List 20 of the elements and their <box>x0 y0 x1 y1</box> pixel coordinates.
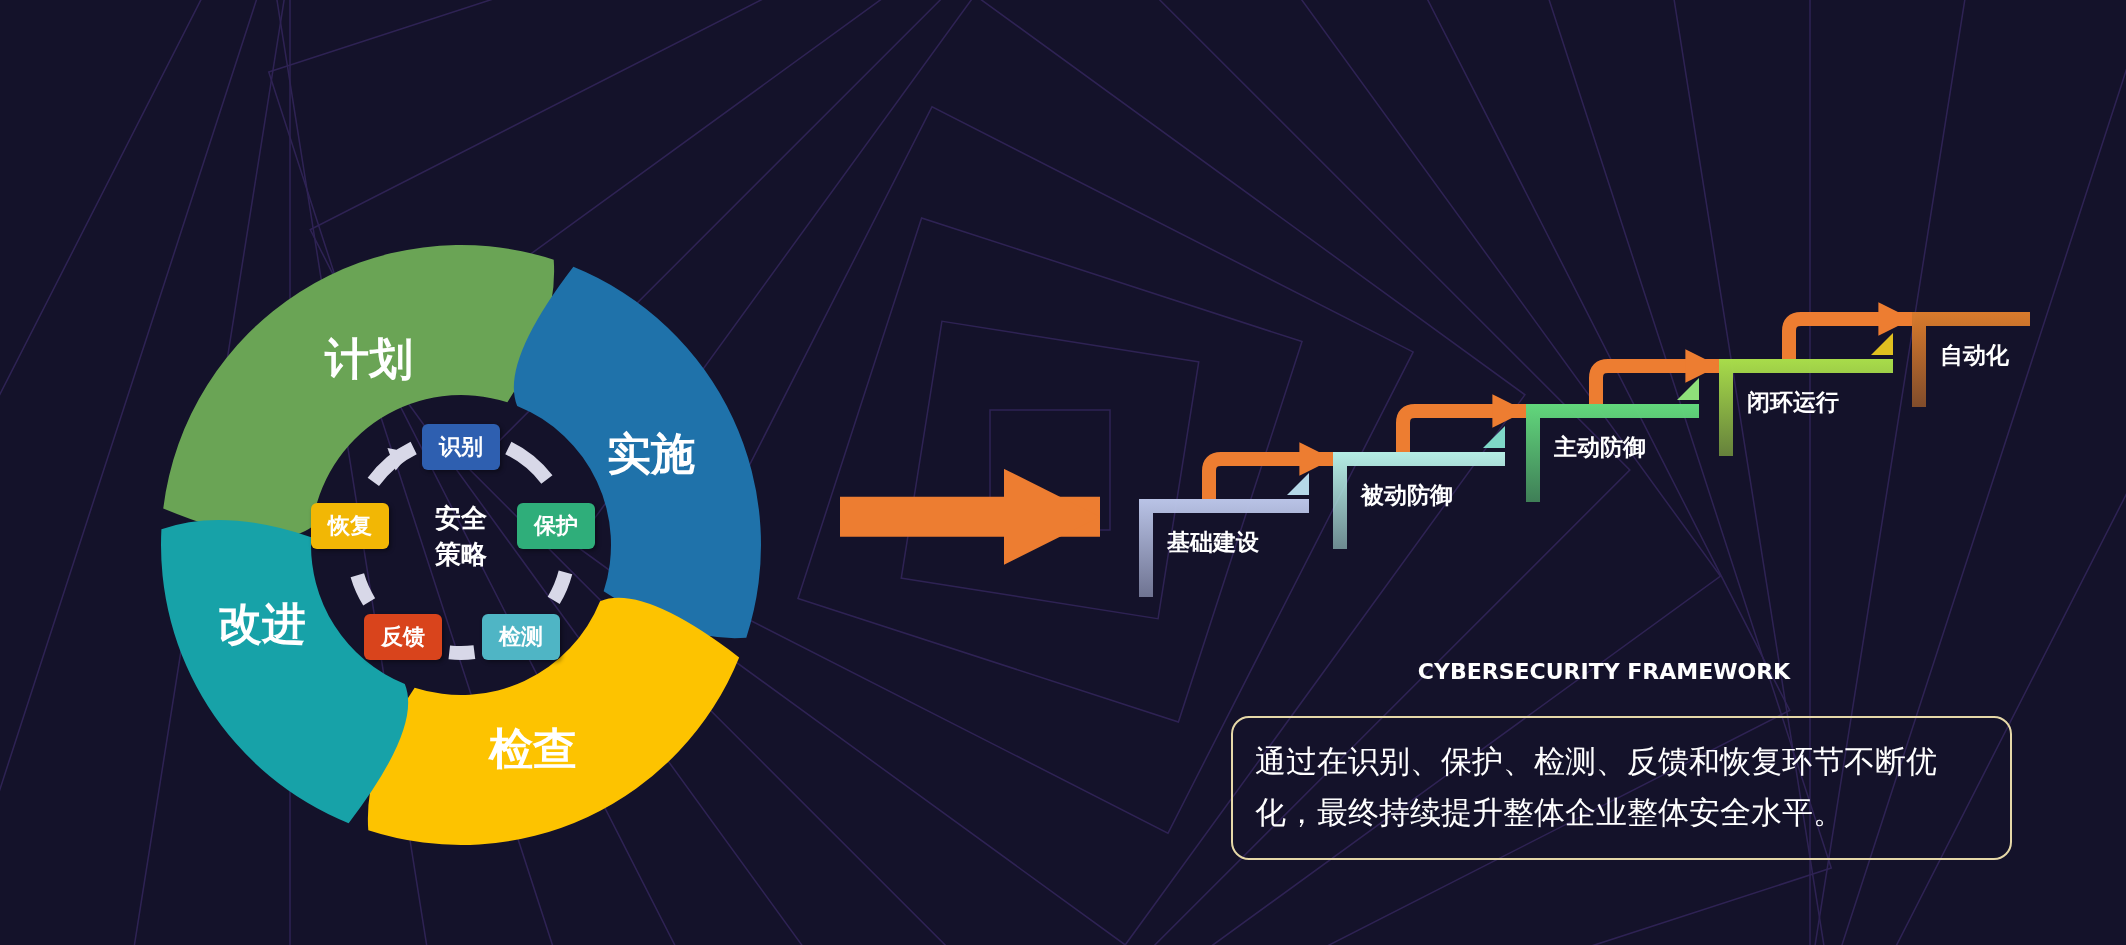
heading-label: CYBERSECURITY FRAMEWORK <box>1417 658 1791 684</box>
stage-label: 被动防御 <box>1361 481 1453 510</box>
step-tag: 识别 <box>422 424 500 470</box>
phase-label: 实施 <box>607 428 695 479</box>
step-tag: 反馈 <box>364 614 442 660</box>
cycle-segment <box>367 597 740 845</box>
text-panel <box>1231 716 2012 860</box>
arrow <box>840 468 1100 565</box>
description-text: 通过在识别、保护、检测、反馈和恢复环节不断优化，最终持续提升整体企业整体安全水平。 <box>1255 742 1938 833</box>
stage-label: 闭环运行 <box>1747 388 1839 417</box>
step-tag: 保护 <box>517 503 595 549</box>
phase-label: 改进 <box>218 598 306 649</box>
stage-label: 自动化 <box>1940 341 2009 370</box>
step-tag: 恢复 <box>311 503 389 549</box>
phase-label: 检查 <box>489 723 577 774</box>
phase-label: 计划 <box>325 333 413 384</box>
step-tag: 检测 <box>482 614 560 660</box>
stage-label: 基础建设 <box>1167 528 1259 557</box>
stage-label: 主动防御 <box>1554 433 1646 462</box>
center-label: 安全策略 <box>435 503 487 569</box>
